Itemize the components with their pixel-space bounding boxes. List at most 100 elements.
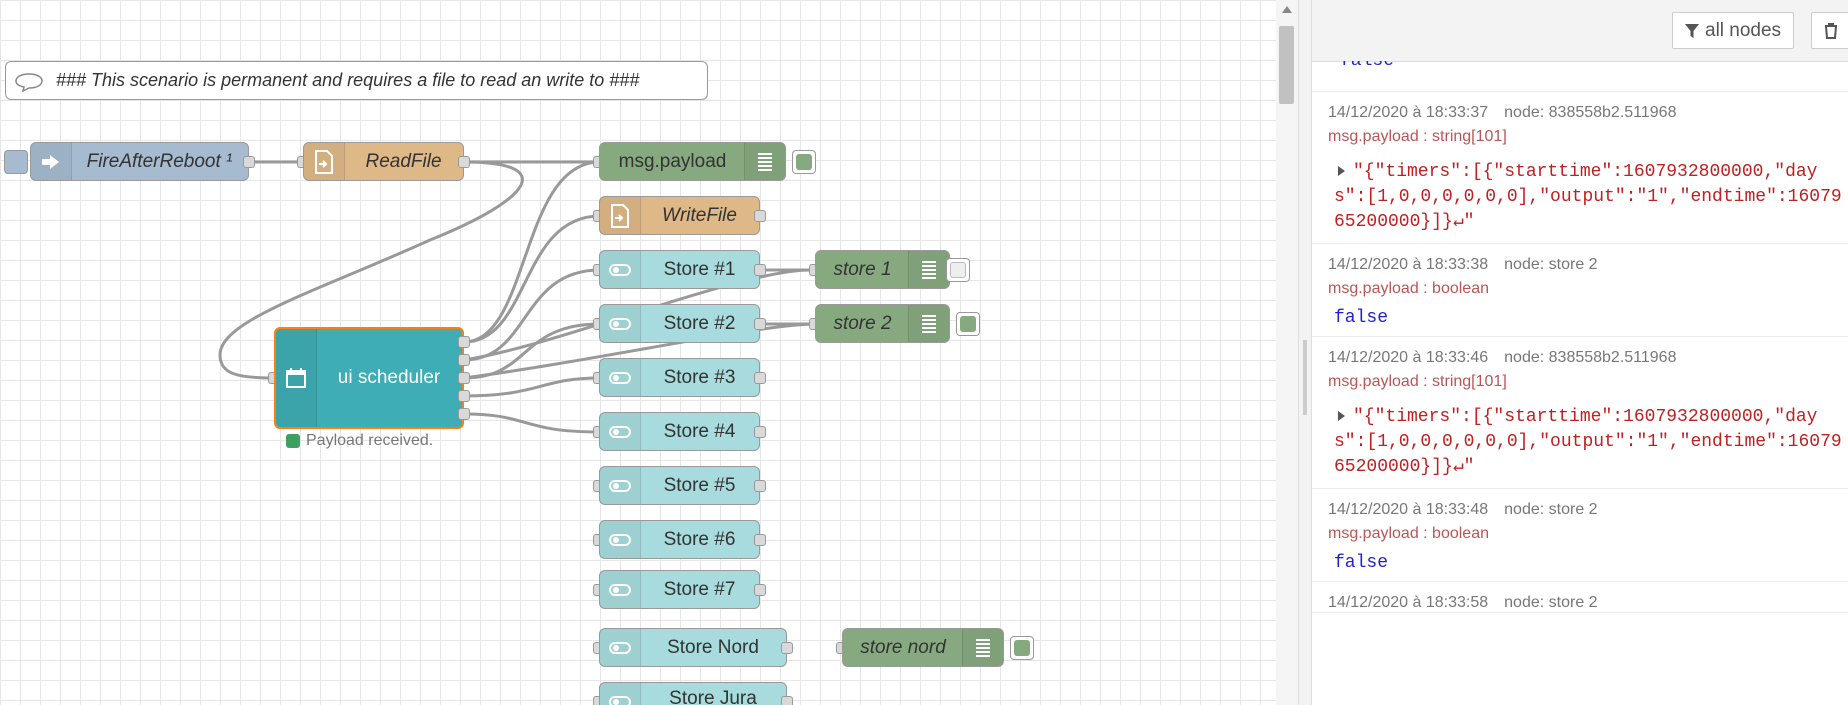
debug-node-store-2[interactable]: store 2 [815, 304, 950, 343]
toggle-icon [600, 467, 641, 504]
inject-node-fire-after-reboot[interactable]: FireAfterReboot ¹ [30, 142, 249, 181]
debug-message[interactable]: 14/12/2020 à 18:33:46 node: 838558b2.5119… [1312, 337, 1848, 489]
debug-toolbar: all nodes [1312, 0, 1848, 62]
output-port[interactable] [754, 264, 766, 276]
debug-toggle-button[interactable] [792, 150, 816, 174]
inject-button[interactable] [4, 150, 28, 174]
message-node-link[interactable]: node: 838558b2.511968 [1504, 104, 1677, 121]
switch-node-store-4[interactable]: Store #4 [599, 412, 760, 451]
message-time: 14/12/2020 à 18:33:46 [1328, 349, 1489, 366]
file-write-icon [600, 197, 641, 234]
message-value: false [1334, 553, 1389, 573]
node-label: Store Jura [669, 687, 757, 705]
output-port[interactable] [243, 156, 255, 168]
filter-icon [1685, 23, 1699, 38]
node-label: store 1 [833, 258, 892, 280]
wires-layer [218, 160, 817, 434]
message-value-text: "{"timers":[{"starttime":1607932800000,"… [1334, 162, 1842, 232]
wire [463, 214, 601, 344]
node-status: Payload received. [286, 432, 433, 450]
output-port[interactable] [458, 390, 470, 402]
switch-node-store-2[interactable]: Store #2 [599, 304, 760, 343]
debug-toggle-button[interactable] [956, 312, 980, 336]
scroll-up-icon[interactable] [1282, 6, 1292, 13]
trash-icon [1825, 22, 1837, 39]
scrollbar-thumb[interactable] [1279, 26, 1294, 104]
wire [463, 376, 601, 398]
toggle-icon [600, 305, 641, 342]
comment-bubble-icon [15, 73, 43, 92]
wire [218, 160, 524, 380]
message-node-link[interactable]: node: 838558b2.511968 [1504, 349, 1677, 366]
output-port[interactable] [458, 336, 470, 348]
inject-arrow-icon [31, 143, 72, 180]
switch-node-store-5[interactable]: Store #5 [599, 466, 760, 505]
flow-workspace[interactable]: ### This scenario is permanent and requi… [0, 0, 1298, 705]
node-label: msg.payload [618, 150, 727, 172]
node-label: store nord [860, 636, 946, 658]
output-port[interactable] [754, 426, 766, 438]
ui-scheduler-node[interactable]: ui scheduler [274, 327, 464, 429]
debug-toggle-button[interactable] [1010, 636, 1034, 660]
workspace-scrollbar[interactable] [1276, 0, 1298, 705]
expand-caret-icon[interactable] [1338, 411, 1345, 421]
wire [463, 322, 601, 380]
sidebar-splitter[interactable] [1298, 0, 1312, 705]
switch-node-store-7[interactable]: Store #7 [599, 570, 760, 609]
output-port[interactable] [458, 156, 470, 168]
switch-node-store-1[interactable]: Store #1 [599, 250, 760, 289]
file-node-readfile[interactable]: ReadFile [303, 142, 464, 181]
debug-node-store-nord[interactable]: store nord [842, 628, 1004, 667]
switch-node-store-jura[interactable]: Store Jura [599, 682, 787, 705]
switch-node-store-nord[interactable]: Store Nord [599, 628, 787, 667]
output-port[interactable] [781, 696, 793, 705]
switch-node-store-3[interactable]: Store #3 [599, 358, 760, 397]
clear-messages-button[interactable] [1811, 12, 1848, 49]
debug-message-partial: false [1312, 61, 1848, 92]
output-port[interactable] [754, 534, 766, 546]
filter-nodes-button[interactable]: all nodes [1672, 12, 1795, 49]
node-label: Store Nord [667, 636, 759, 658]
file-icon [304, 143, 345, 180]
debug-list-icon [962, 629, 1003, 666]
node-label: store 2 [833, 312, 892, 334]
debug-toggle-button[interactable] [946, 258, 970, 282]
output-port[interactable] [754, 584, 766, 596]
file-node-writefile[interactable]: WriteFile [599, 196, 760, 235]
node-label: ui scheduler [337, 367, 441, 388]
splitter-grip[interactable] [1303, 340, 1307, 415]
node-label: Store #5 [663, 474, 736, 496]
output-port[interactable] [754, 210, 766, 222]
output-port[interactable] [754, 480, 766, 492]
calendar-icon [276, 329, 317, 427]
message-node-link[interactable]: node: store 2 [1504, 501, 1598, 518]
message-topic: msg.payload : string[101] [1328, 128, 1507, 145]
output-port[interactable] [458, 372, 470, 384]
wire [463, 160, 601, 344]
message-topic: msg.payload : string[101] [1328, 373, 1507, 390]
toggle-icon [600, 413, 641, 450]
comment-node[interactable]: ### This scenario is permanent and requi… [5, 61, 708, 100]
output-port[interactable] [781, 642, 793, 654]
message-topic: msg.payload : boolean [1328, 280, 1489, 297]
message-node-link[interactable]: node: store 2 [1504, 594, 1598, 611]
message-node-link[interactable]: node: store 2 [1504, 256, 1598, 273]
output-port[interactable] [754, 318, 766, 330]
message-value[interactable]: "{"timers":[{"starttime":1607932800000,"… [1328, 152, 1848, 243]
debug-node-msg-payload[interactable]: msg.payload [599, 142, 786, 181]
output-port[interactable] [458, 408, 470, 420]
switch-node-store-6[interactable]: Store #6 [599, 520, 760, 559]
output-port[interactable] [754, 372, 766, 384]
output-port[interactable] [458, 354, 470, 366]
message-value[interactable]: "{"timers":[{"starttime":1607932800000,"… [1328, 397, 1848, 488]
expand-caret-icon[interactable] [1338, 166, 1345, 176]
debug-node-store-1[interactable]: store 1 [815, 250, 950, 289]
